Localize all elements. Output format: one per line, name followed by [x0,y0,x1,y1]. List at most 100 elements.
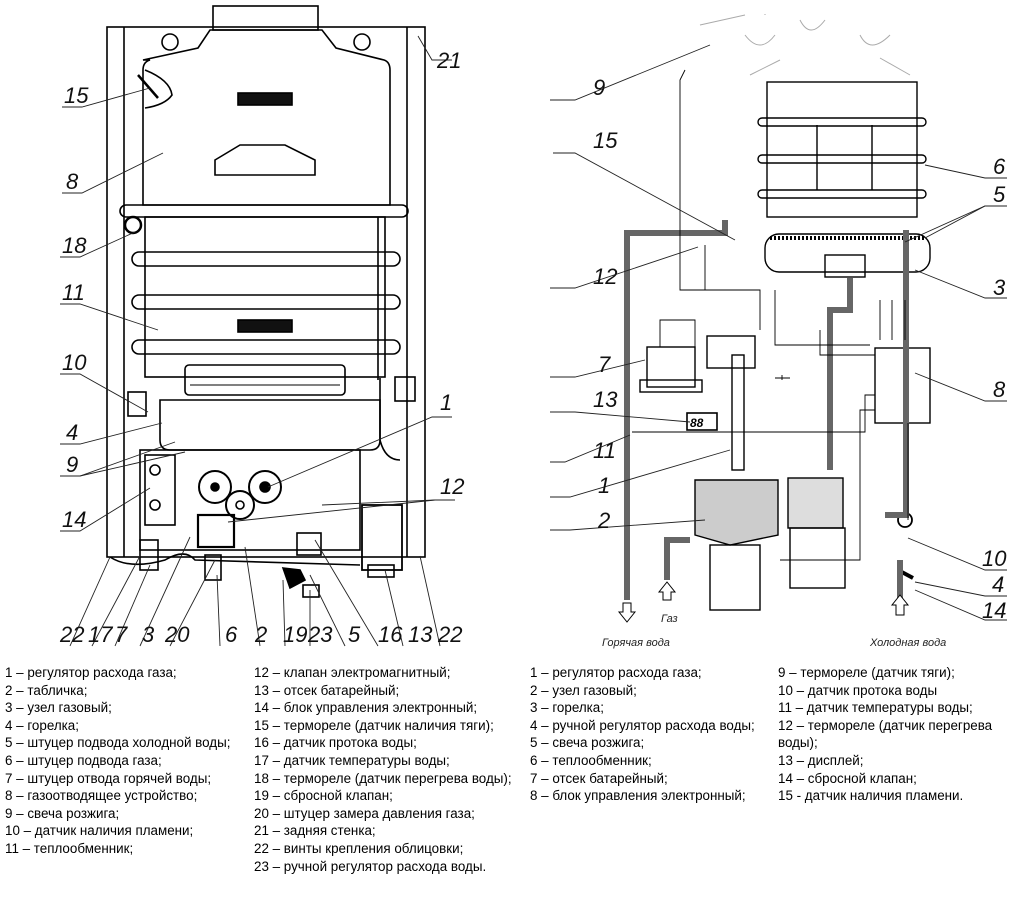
hot-water-arrow [617,602,637,623]
legend-item: 5 – свеча розжига; [530,735,645,751]
draught-hood [142,29,391,206]
callout-22a: 22 [59,622,84,647]
legend-item: 2 – узел газовый; [530,682,637,698]
callout-19: 19 [283,622,307,647]
legend-item: 3 – узел газовый; [5,700,112,716]
callout-13: 13 [593,387,618,412]
legend-item: 12 – термореле (датчик перегрева воды); [778,717,996,751]
callout-10: 10 [62,350,87,375]
gas-arrow [657,581,677,601]
back-wall [106,26,426,558]
control-block [874,347,931,424]
legend-item: 10 – датчик протока воды [778,682,938,698]
callout-3: 3 [142,622,155,647]
legend-item: 5 – штуцер подвода холодной воды; [5,735,231,751]
svg-text:88: 88 [690,416,704,430]
legend-item: 11 – датчик температуры воды; [778,700,973,716]
callout-5: 5 [993,182,1006,207]
heater-schematic-diagram: 88 [550,14,1007,649]
callout-1: 1 [440,390,452,415]
callout-11: 11 [62,280,85,305]
callout-14: 14 [62,507,86,532]
legend-item: 10 – датчик наличия пламени; [5,823,194,839]
legend-item: 7 – отсек батарейный; [530,770,668,786]
legend-item: 8 – блок управления электронный; [530,788,746,804]
legend-item: 12 – клапан электромагнитный; [254,665,451,680]
caption-hot-water: Горячая вода [602,637,670,649]
callout-3: 3 [993,275,1006,300]
battery-box [361,504,403,571]
callout-2: 2 [254,622,267,647]
cold-water-pipe [885,230,909,518]
legend-left-col1: 1 – регулятор расхода газа; 2 – табличка… [5,664,250,858]
heat-exchanger [766,81,918,218]
gear-small [225,490,255,520]
gas-pipe [664,537,690,580]
callout-7: 7 [598,352,611,377]
heater-front-view-diagram: 15 8 18 11 10 4 9 14 21 1 12 22 17 7 3 2… [59,5,464,647]
callout-20: 20 [164,622,190,647]
legend-item: 7 – штуцер отвода горячей воды; [5,770,212,786]
burner-schematic [764,233,931,273]
callout-4: 4 [66,420,78,445]
callout-11: 11 [593,438,616,463]
legend-item: 9 – термореле (датчик тяги); [778,665,955,680]
cold-water-arrow [890,594,910,616]
legend-item: 6 – штуцер подвода газа; [5,752,162,768]
callout-9: 9 [66,452,78,477]
legend-item: 15 - датчик наличия пламени. [778,788,964,804]
legend-right-col1: 1 – регулятор расхода газа; 2 – узел газ… [530,664,770,805]
legend-item: 17 – датчик температуры воды; [254,752,450,768]
solenoid-valve [196,513,236,549]
caption-cold-water: Холодная вода [869,637,946,649]
gear-large [198,470,232,504]
callout-23: 23 [307,622,333,647]
callout-13: 13 [408,622,433,647]
callout-8: 8 [66,169,79,194]
legend-item: 1 – регулятор расхода газа; [5,665,177,680]
callout-16: 16 [378,622,403,647]
legend-item: 20 – штуцер замера давления газа; [254,805,475,821]
legend-right-col2: 9 – термореле (датчик тяги); 10 – датчик… [778,664,1034,805]
legend-item: 13 – отсек батарейный; [254,682,400,698]
legend-item: 14 – блок управления электронный; [254,700,478,716]
callout-22b: 22 [437,622,462,647]
legend-item: 1 – регулятор расхода газа; [530,665,702,680]
callout-17: 17 [88,622,113,647]
callout-15: 15 [64,83,89,108]
callout-7: 7 [115,622,128,647]
callout-18: 18 [62,233,87,258]
legend-item: 18 – термореле (датчик перегрева воды); [254,770,512,786]
legend-item: 3 – горелка; [530,700,604,716]
legend-item: 4 – ручной регулятор расхода воды; [530,717,755,733]
legend-item: 4 – горелка; [5,717,79,733]
legend-item: 22 – винты крепления облицовки; [254,840,464,856]
gas-valve [694,479,779,546]
legend-item: 14 – сбросной клапан; [778,770,917,786]
legend-item: 21 – задняя стенка; [254,823,376,839]
callout-10: 10 [982,546,1007,571]
caption-gas: Газ [661,613,678,625]
callout-6: 6 [225,622,238,647]
legend-item: 2 – табличка; [5,682,88,698]
brand-plate-top [237,92,293,106]
callout-4: 4 [992,572,1004,597]
callout-1: 1 [598,473,610,498]
brand-plate-exchanger [237,319,293,333]
legend-item: 13 – дисплей; [778,752,864,768]
callout-9: 9 [593,75,605,100]
battery-box [646,346,696,388]
legend-item: 6 – теплообменник; [530,752,652,768]
gear-right [248,470,282,504]
callout-12: 12 [440,474,464,499]
callout-15: 15 [593,128,618,153]
legend-item: 8 – газоотводящее устройство; [5,788,198,804]
legend-left-col2: 12 – клапан электромагнитный; 13 – отсек… [254,664,522,875]
legend-item: 23 – ручной регулятор расхода воды. [254,858,487,874]
burner [184,364,346,396]
callout-6: 6 [993,154,1006,179]
callout-14: 14 [982,598,1006,623]
callout-8: 8 [993,377,1006,402]
callout-2: 2 [597,508,610,533]
callout-21: 21 [436,48,461,73]
